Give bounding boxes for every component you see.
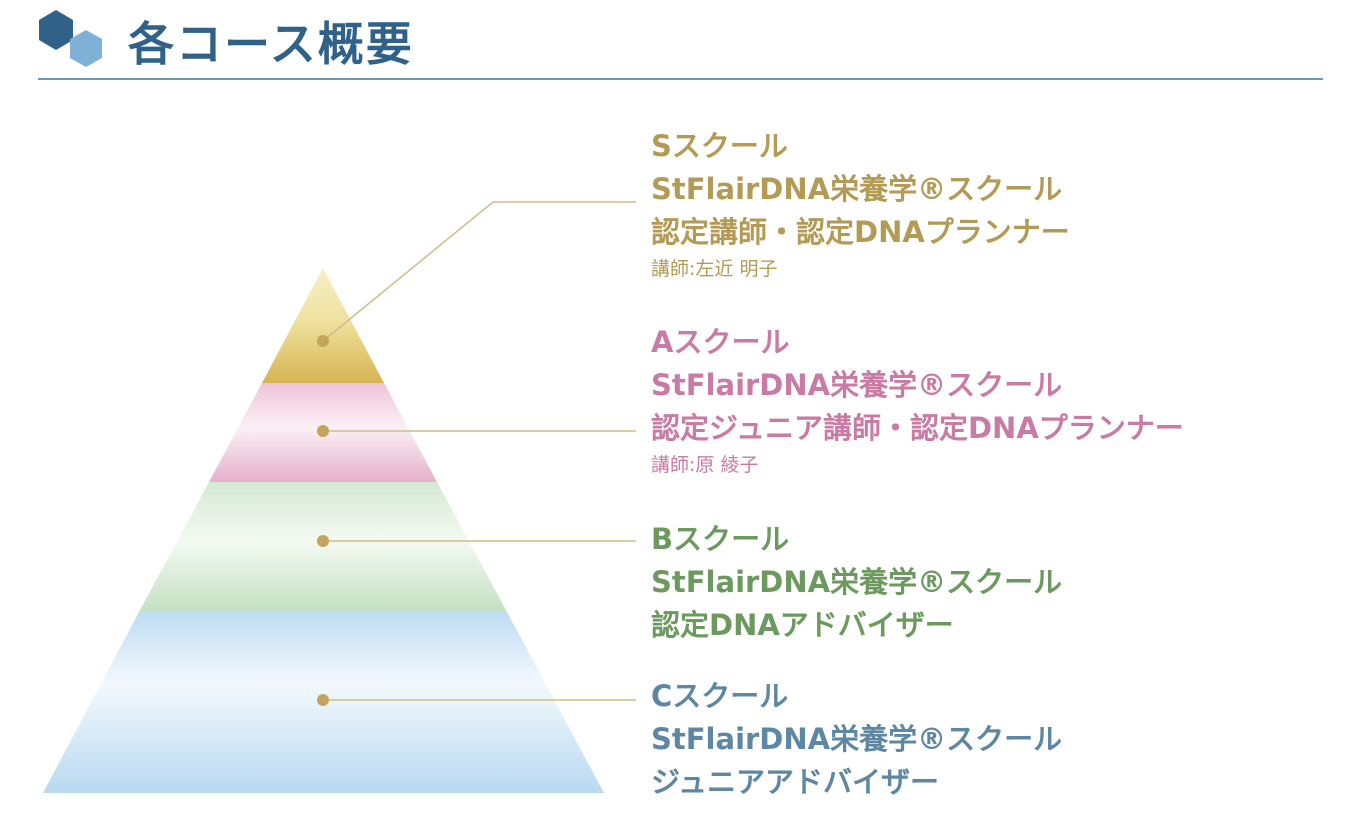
connector-s [322, 201, 636, 342]
dot-s [317, 335, 329, 347]
course-name: Aスクール [651, 325, 790, 359]
course-certification: 認定ジュニア講師・認定DNAプランナー [651, 411, 1184, 445]
dot-a [317, 425, 329, 437]
course-instructor: 講師:左近 明子 [651, 258, 778, 280]
course-a: Aスクール StFlairDNA栄養学®スクール 認定ジュニア講師・認定DNAプ… [651, 321, 1184, 480]
course-school: StFlairDNA栄養学®スクール [651, 172, 1063, 206]
page-title: 各コース概要 [128, 17, 414, 71]
course-name: Bスクール [651, 522, 790, 556]
hexagon-logo-icon [39, 10, 102, 67]
course-certification: 認定講師・認定DNAプランナー [651, 215, 1070, 249]
course-name: Cスクール [651, 679, 789, 713]
dot-b [317, 535, 329, 547]
course-c: Cスクール StFlairDNA栄養学®スクール ジュニアアドバイザー [651, 675, 1062, 804]
course-school: StFlairDNA栄養学®スクール [651, 368, 1063, 402]
course-school: StFlairDNA栄養学®スクール [651, 722, 1063, 756]
course-certification: 認定DNAアドバイザー [651, 608, 954, 642]
course-school: StFlairDNA栄養学®スクール [651, 565, 1063, 599]
title-divider [38, 78, 1323, 80]
course-certification: ジュニアアドバイザー [651, 765, 939, 799]
dot-c [317, 694, 329, 706]
course-instructor: 講師:原 綾子 [651, 454, 759, 476]
course-b: Bスクール StFlairDNA栄養学®スクール 認定DNAアドバイザー [651, 518, 1062, 647]
pyramid-tier-s [262, 268, 384, 383]
course-name: Sスクール [651, 129, 788, 163]
course-s: Sスクール StFlairDNA栄養学®スクール 認定講師・認定DNAプランナー… [651, 125, 1070, 284]
